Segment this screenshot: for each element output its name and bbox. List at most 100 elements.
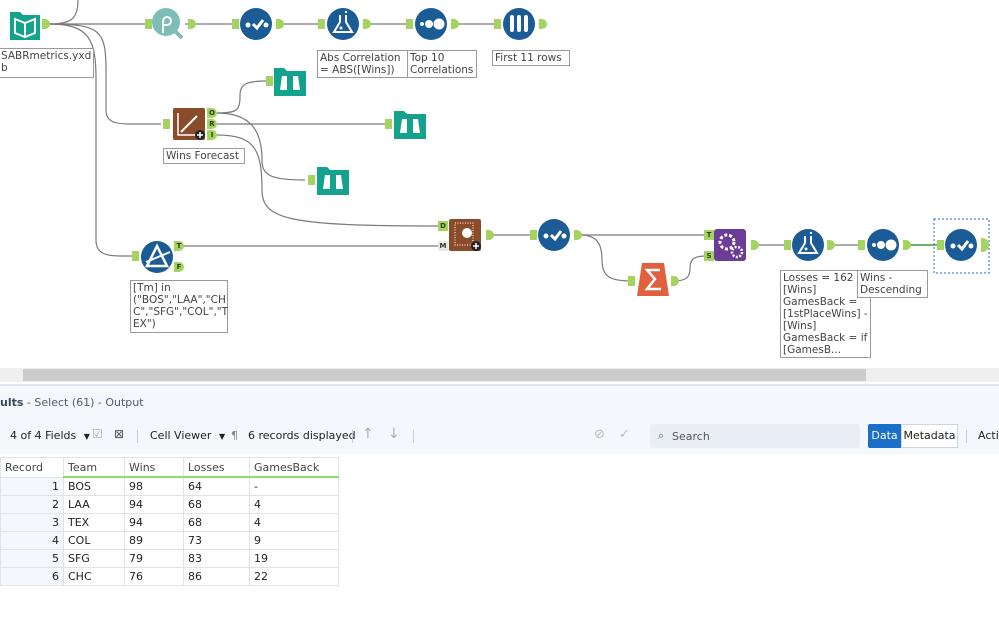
cell-team[interactable]: TEX <box>63 513 125 532</box>
scrollbar-thumb[interactable] <box>23 369 866 381</box>
cell-wins[interactable]: 79 <box>124 549 184 568</box>
browse3-tool[interactable] <box>316 163 350 197</box>
cell-record[interactable]: 5 <box>0 549 64 568</box>
checkmark-icon[interactable]: ✓ <box>619 427 630 442</box>
select2-output-anchor[interactable] <box>574 230 582 240</box>
column-header-losses[interactable]: Losses <box>183 457 250 478</box>
score-model-anchor[interactable]: M <box>438 241 448 251</box>
cell-wins[interactable]: 94 <box>124 513 184 532</box>
sort2-tool[interactable] <box>866 228 900 262</box>
cell-gamesback[interactable]: 9 <box>249 531 339 550</box>
deselect-all-icon[interactable]: ⊠ <box>114 427 125 441</box>
append-source-anchor[interactable]: S <box>704 251 714 261</box>
sort2-input-anchor[interactable] <box>858 240 865 250</box>
sort1-input-anchor[interactable] <box>406 19 413 29</box>
cell-team[interactable]: BOS <box>63 476 125 496</box>
select1-output-anchor[interactable] <box>276 19 284 29</box>
cell-losses[interactable]: 64 <box>183 476 250 496</box>
summarize-input-anchor[interactable] <box>628 276 635 286</box>
actions-button[interactable]: Acti <box>978 429 999 442</box>
column-header-gamesback[interactable]: GamesBack <box>249 457 339 478</box>
browse2-input-anchor[interactable] <box>385 119 392 129</box>
formula2-output-anchor[interactable] <box>827 240 835 250</box>
formula2-tool[interactable] <box>791 228 825 262</box>
arrow-up-icon[interactable]: ↑ <box>362 426 374 442</box>
score-tool[interactable] <box>448 218 482 252</box>
browse2-tool[interactable] <box>393 107 427 141</box>
lm-input-anchor[interactable] <box>163 119 170 129</box>
cell-gamesback[interactable]: 4 <box>249 513 339 532</box>
browse3-input-anchor[interactable] <box>308 175 315 185</box>
cell-record[interactable]: 3 <box>0 513 64 532</box>
cell-losses[interactable]: 83 <box>183 549 250 568</box>
cell-gamesback[interactable]: 22 <box>249 567 339 586</box>
data-tab[interactable]: Data <box>868 424 901 448</box>
cell-record[interactable]: 6 <box>0 567 64 586</box>
sample1-tool[interactable] <box>502 7 536 41</box>
column-header-record[interactable]: Record <box>0 457 64 478</box>
column-header-team[interactable]: Team <box>63 457 125 478</box>
summarize-output-anchor[interactable] <box>671 276 679 286</box>
arrow-down-icon[interactable]: ↓ <box>388 426 400 442</box>
cell-losses[interactable]: 68 <box>183 513 250 532</box>
cell-wins[interactable]: 98 <box>124 476 184 496</box>
score-output-anchor[interactable] <box>486 230 494 240</box>
select1-input-anchor[interactable] <box>232 19 239 29</box>
cell-gamesback[interactable]: 19 <box>249 549 339 568</box>
pearson-output-anchor[interactable] <box>188 19 196 29</box>
sort1-output-anchor[interactable] <box>451 19 459 29</box>
canvas-horizontal-scrollbar[interactable] <box>0 368 999 382</box>
browse1-input-anchor[interactable] <box>266 76 273 86</box>
cell-wins[interactable]: 76 <box>124 567 184 586</box>
cell-gamesback[interactable]: - <box>249 476 339 496</box>
cancel-circle-icon[interactable]: ⊘ <box>594 427 605 442</box>
pearson-input-anchor[interactable] <box>145 19 152 29</box>
cell-losses[interactable]: 68 <box>183 495 250 514</box>
score-data-anchor[interactable]: D <box>438 221 448 231</box>
cell-record[interactable]: 4 <box>0 531 64 550</box>
pilcrow-icon[interactable]: ¶ <box>231 429 238 442</box>
select1-tool[interactable] <box>239 7 273 41</box>
lm-tool[interactable] <box>172 107 206 141</box>
select3-tool[interactable] <box>944 228 978 262</box>
filter-input-anchor[interactable] <box>132 251 139 261</box>
formula1-tool[interactable] <box>326 7 360 41</box>
select2-input-anchor[interactable] <box>530 230 537 240</box>
input-tool[interactable] <box>8 8 42 42</box>
summarize-tool[interactable] <box>636 262 670 296</box>
select3-output-anchor[interactable] <box>981 238 989 252</box>
filter-false-anchor[interactable]: F <box>174 262 184 272</box>
cell-team[interactable]: SFG <box>63 549 125 568</box>
filter-tool[interactable] <box>140 240 174 274</box>
select-all-checkbox-icon[interactable]: ☑ <box>92 427 103 441</box>
search-input[interactable]: ⌕ Search <box>650 424 860 448</box>
column-header-wins[interactable]: Wins <box>124 457 184 478</box>
cell-record[interactable]: 1 <box>0 476 64 496</box>
formula2-input-anchor[interactable] <box>784 240 791 250</box>
input-output-anchor[interactable] <box>42 19 50 29</box>
cell-wins[interactable]: 94 <box>124 495 184 514</box>
formula1-output-anchor[interactable] <box>363 19 371 29</box>
cell-wins[interactable]: 89 <box>124 531 184 550</box>
cell-team[interactable]: LAA <box>63 495 125 514</box>
fields-dropdown[interactable]: 4 of 4 Fields ▼ <box>10 429 90 442</box>
browse1-tool[interactable] <box>273 64 307 98</box>
formula1-input-anchor[interactable] <box>318 19 325 29</box>
metadata-tab[interactable]: Metadata <box>901 424 958 448</box>
cell-losses[interactable]: 73 <box>183 531 250 550</box>
workflow-canvas[interactable]: SABRmetrics.yxd b Abs Correlation = ABS(… <box>0 0 999 368</box>
append-output-anchor[interactable] <box>751 240 759 250</box>
sample1-input-anchor[interactable] <box>494 19 501 29</box>
lm-output-o[interactable]: O <box>207 108 217 118</box>
append-tool[interactable] <box>713 228 747 262</box>
lm-output-i[interactable]: I <box>207 130 217 140</box>
sort2-output-anchor[interactable] <box>903 240 911 250</box>
cell-losses[interactable]: 86 <box>183 567 250 586</box>
sort1-tool[interactable] <box>414 7 448 41</box>
pearson-tool[interactable] <box>151 7 185 41</box>
